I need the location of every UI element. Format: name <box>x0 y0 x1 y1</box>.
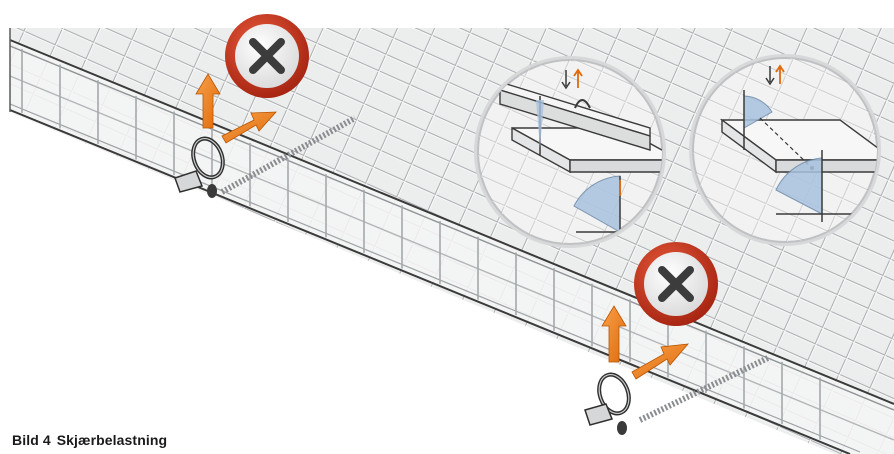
force-arrow-icon <box>631 343 689 380</box>
magnifier-detail-icon <box>474 56 666 248</box>
magnifier-detail-icon <box>689 54 881 246</box>
clamp-left <box>174 136 225 198</box>
force-arrow-icon <box>601 305 627 363</box>
prohibited-x-icon <box>225 14 309 98</box>
figure-title: Skjærbelastning <box>56 432 168 448</box>
figure-number: Bild 4 <box>12 432 51 448</box>
force-arrow-icon <box>195 73 221 129</box>
threaded-rod-left <box>220 115 357 195</box>
prohibited-x-icon <box>634 242 718 326</box>
force-arrows-right <box>601 305 689 380</box>
force-arrows-left <box>195 73 277 144</box>
force-arrow-icon <box>221 111 277 144</box>
clamp-right <box>584 372 631 435</box>
figure-caption: Bild 4 Skjærbelastning <box>12 432 167 448</box>
